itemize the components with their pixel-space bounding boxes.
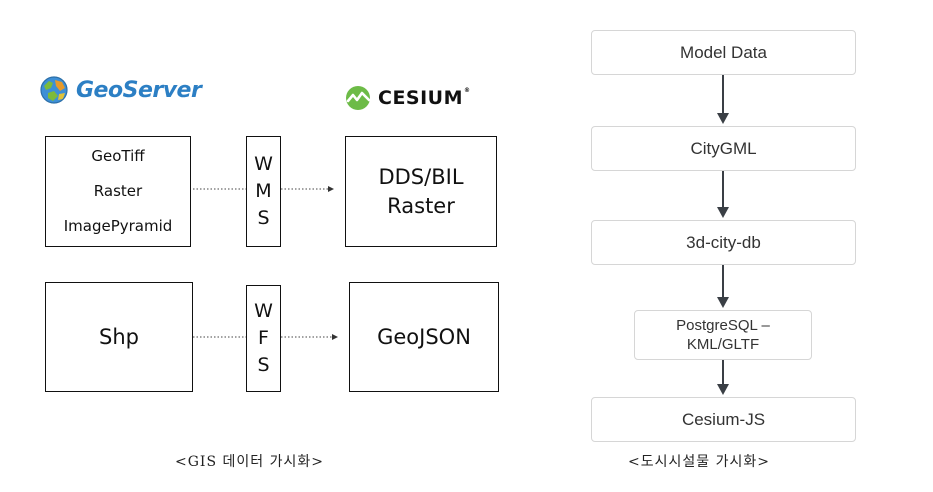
wfs-letter: S bbox=[257, 354, 270, 376]
pipeline-caption: <도시시설물 가시화> bbox=[628, 454, 770, 470]
step-postgresql-kml-gltf: PostgreSQL – KML/GLTF bbox=[634, 310, 812, 360]
dds-bil-raster-box: DDS/BIL Raster bbox=[345, 136, 497, 247]
source-raster: Raster bbox=[93, 182, 143, 200]
geoserver-logo: GeoServer bbox=[38, 74, 202, 106]
geoserver-raster-sources-box: GeoTiff Raster ImagePyramid bbox=[45, 136, 191, 247]
arrowhead bbox=[717, 297, 729, 308]
arrowhead bbox=[717, 113, 729, 124]
wfs-letter: F bbox=[258, 327, 269, 349]
wms-protocol-box: W M S bbox=[246, 136, 281, 247]
geojson-target-box: GeoJSON bbox=[349, 282, 499, 392]
geoserver-globe-icon bbox=[40, 76, 68, 104]
step-cesium-js: Cesium-JS bbox=[591, 397, 856, 442]
source-geotiff: GeoTiff bbox=[91, 147, 145, 165]
wfs-letter: W bbox=[254, 300, 273, 322]
step-citygml: CityGML bbox=[591, 126, 856, 171]
step-postgresql-line: PostgreSQL – bbox=[676, 317, 770, 334]
target-geojson: GeoJSON bbox=[377, 324, 471, 349]
step-model-data: Model Data bbox=[591, 30, 856, 75]
shp-source-box: Shp bbox=[45, 282, 193, 392]
source-imagepyramid: ImagePyramid bbox=[63, 217, 173, 235]
cesium-logo-text: CESIUM® bbox=[378, 87, 471, 109]
wms-letter: W bbox=[254, 153, 273, 175]
wfs-protocol-box: W F S bbox=[246, 285, 281, 392]
cesium-logo: CESIUM® bbox=[345, 85, 471, 111]
target-dds-bil: DDS/BIL bbox=[378, 164, 464, 189]
wms-letter: M bbox=[255, 180, 272, 202]
cesium-mark-icon bbox=[346, 86, 371, 110]
step-kml-gltf-line: KML/GLTF bbox=[686, 336, 760, 353]
gis-caption: <GIS 데이터 가시화> bbox=[175, 454, 324, 470]
wms-letter: S bbox=[257, 207, 270, 229]
source-shp: Shp bbox=[99, 324, 139, 349]
arrowhead bbox=[717, 207, 729, 218]
arrowhead bbox=[717, 384, 729, 395]
geoserver-logo-text: GeoServer bbox=[76, 77, 202, 103]
step-3d-city-db: 3d-city-db bbox=[591, 220, 856, 265]
target-raster: Raster bbox=[387, 193, 455, 218]
